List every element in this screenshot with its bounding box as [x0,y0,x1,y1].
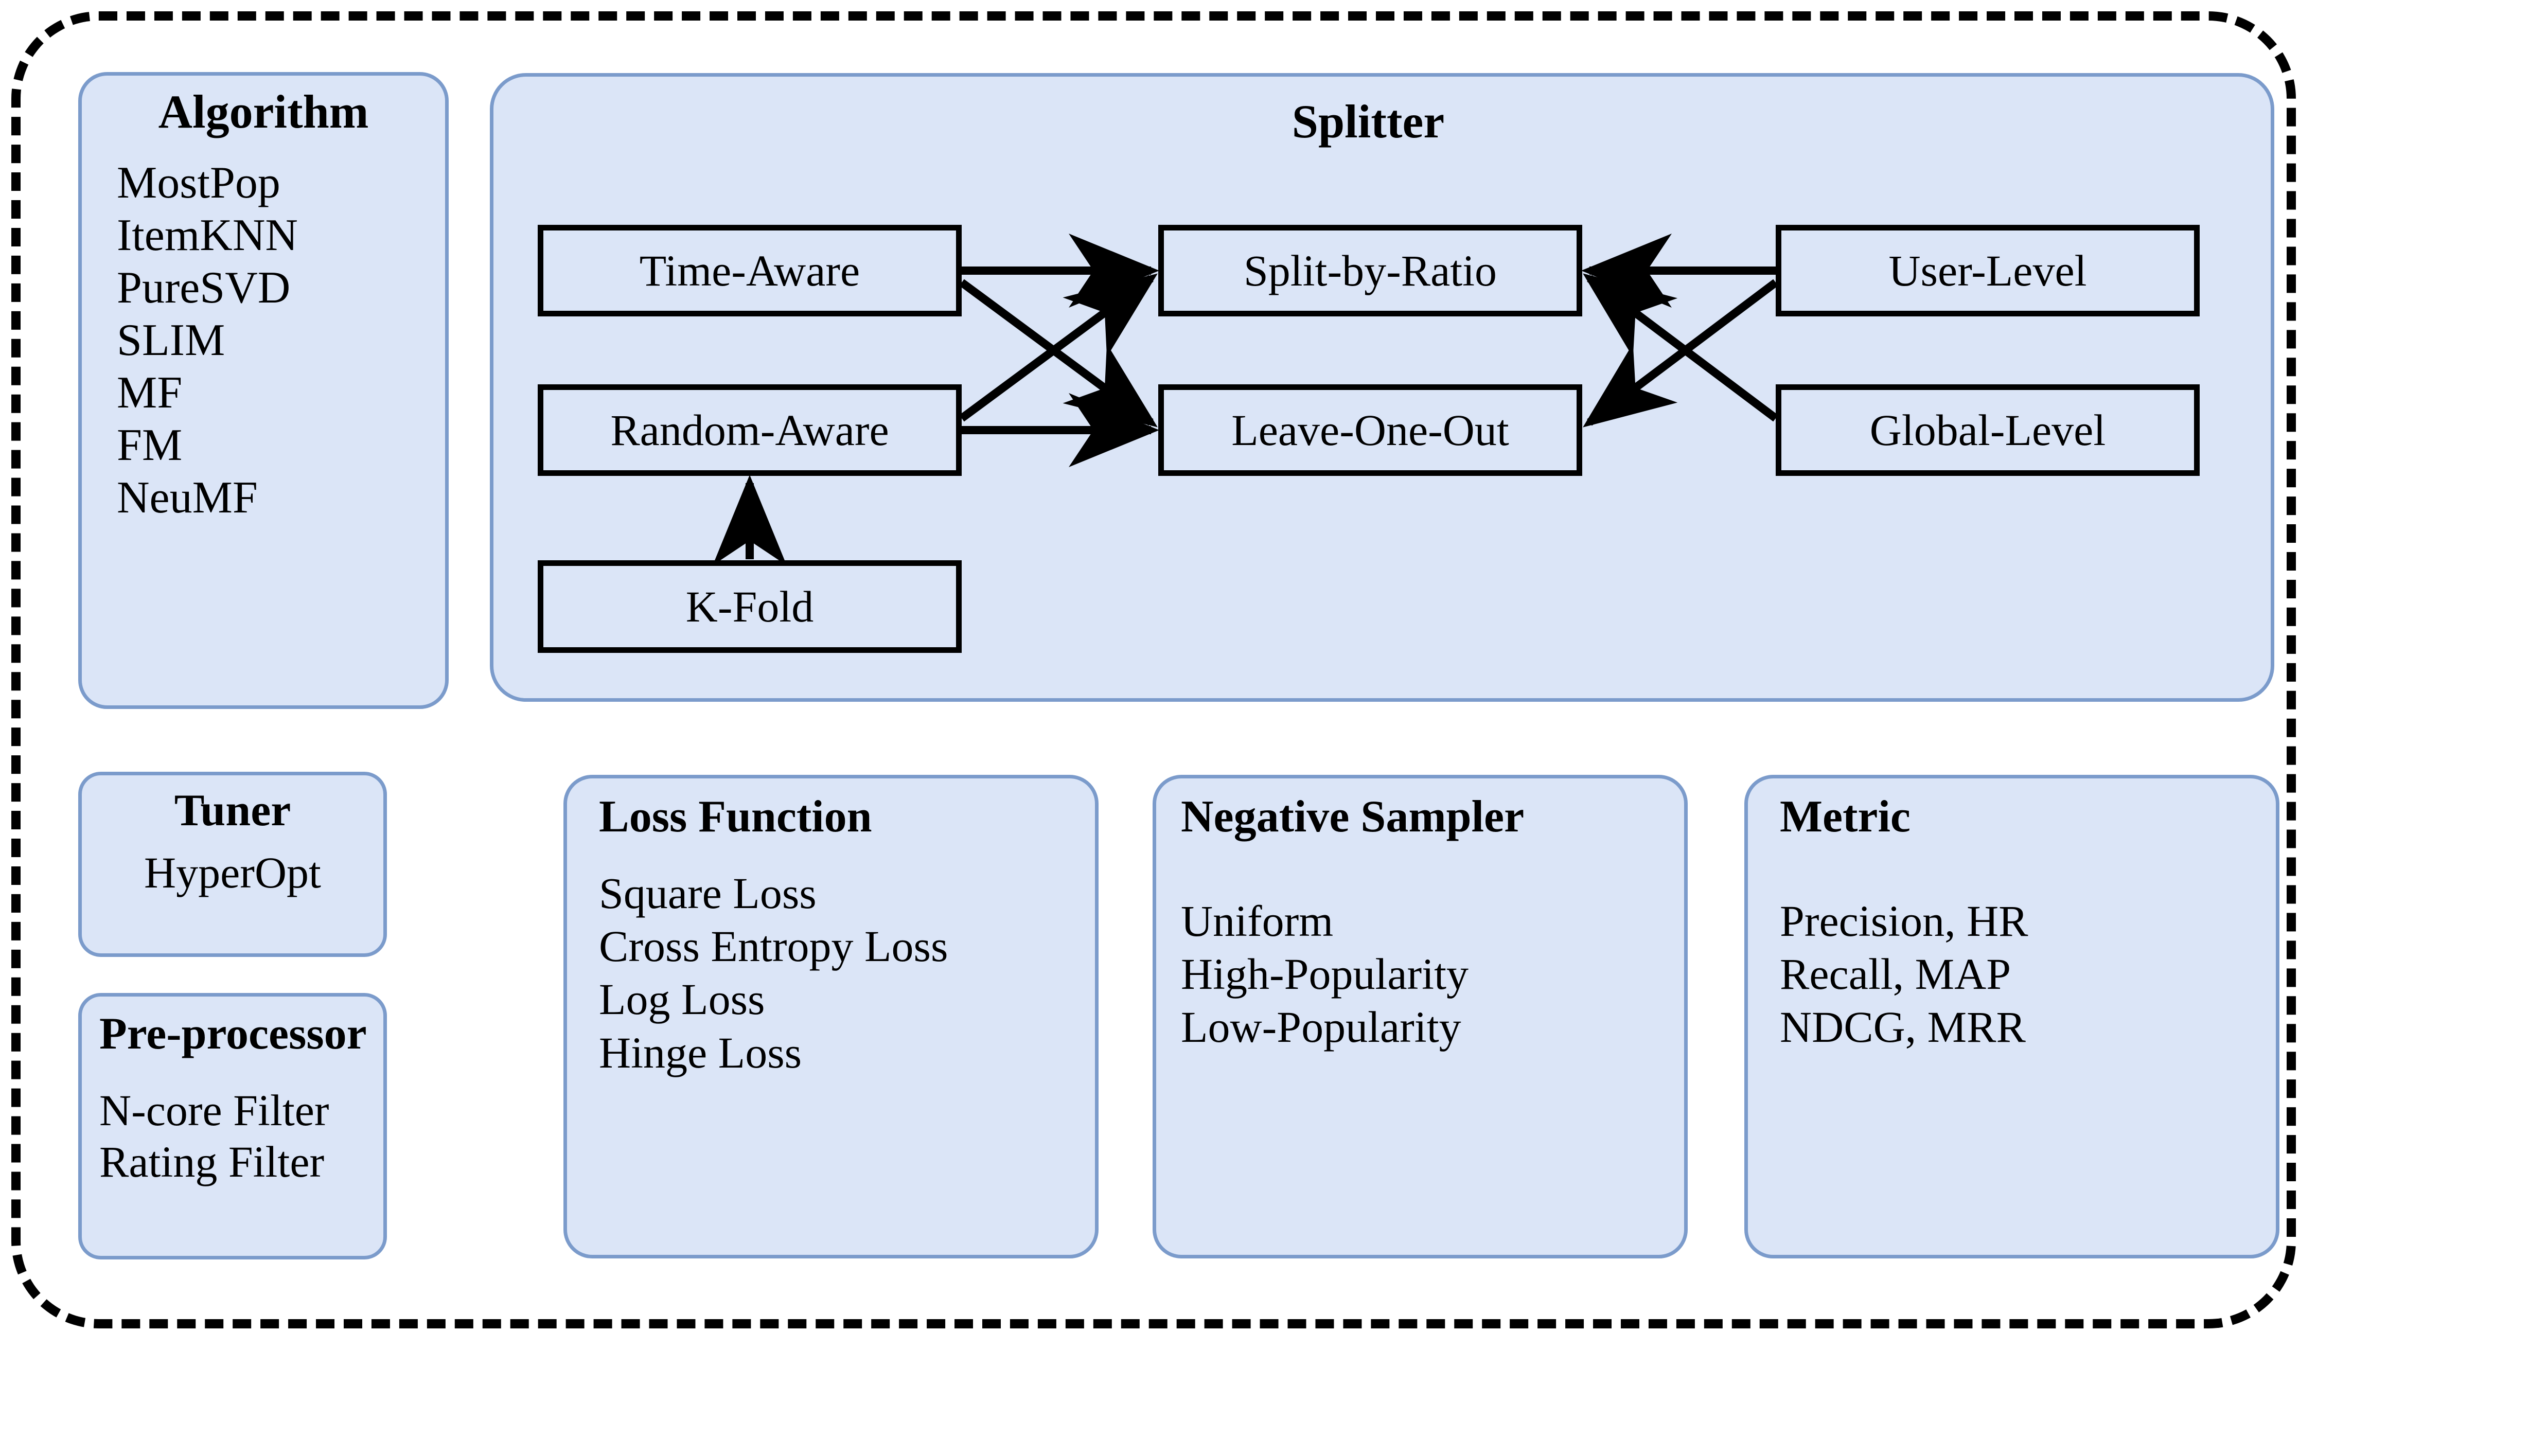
algorithm-item-itemknn: ItemKNN [117,210,298,261]
negative-sampler-item-high-popularity: High-Popularity [1181,949,1469,999]
edge-user-level-to-leave-one-out [1583,279,1778,428]
algorithm-item-puresvd: PureSVD [117,263,291,313]
loss-item-log-loss: Log Loss [599,974,765,1024]
algorithm-item-slim: SLIM [117,315,225,366]
tuner-title: Tuner [174,786,291,836]
preprocessor-panel: Pre-processor N-core Filter Rating Filte… [78,993,387,1259]
negative-sampler-title: Negative Sampler [1181,792,1525,842]
node-split-by-ratio[interactable]: Split-by-Ratio [1158,225,1582,316]
loss-item-hinge-loss: Hinge Loss [599,1027,802,1077]
metric-item-precision-hr: Precision, HR [1780,896,2028,946]
preprocessor-title: Pre-processor [99,1009,367,1059]
algorithm-panel: Algorithm MostPop ItemKNN PureSVD SLIM M… [78,72,449,709]
loss-item-square-loss: Square Loss [599,868,817,918]
node-leave-one-out[interactable]: Leave-One-Out [1158,384,1582,476]
outer-dashed-frame [11,11,2296,1328]
loss-item-cross-entropy-loss: Cross Entropy Loss [599,921,948,971]
tuner-item-hyperopt: HyperOpt [144,848,321,897]
edge-global-level-to-split-by-ratio [1583,273,1778,422]
negative-sampler-item-list: Uniform High-Popularity Low-Popularity [1181,895,1469,1054]
algorithm-item-list: MostPop ItemKNN PureSVD SLIM MF FM NeuMF [117,157,298,525]
preprocessor-item-list: N-core Filter Rating Filter [99,1085,329,1188]
algorithm-item-mf: MF [117,368,183,418]
algorithm-item-neumf: NeuMF [117,473,258,523]
algorithm-item-fm: FM [117,420,183,471]
algorithm-item-mostpop: MostPop [117,158,280,208]
negative-sampler-panel: Negative Sampler Uniform High-Popularity… [1153,775,1688,1258]
edge-random-aware-to-split-by-ratio [959,273,1158,422]
metric-item-list: Precision, HR Recall, MAP NDCG, MRR [1780,895,2028,1054]
splitter-title: Splitter [1292,95,1445,148]
preprocessor-item-n-core-filter: N-core Filter [99,1086,329,1135]
metric-item-ndcg-mrr: NDCG, MRR [1780,1002,2026,1052]
node-k-fold[interactable]: K-Fold [538,560,962,653]
tuner-panel: Tuner HyperOpt [78,772,387,957]
node-user-level[interactable]: User-Level [1776,225,2200,316]
metric-panel: Metric Precision, HR Recall, MAP NDCG, M… [1744,775,2279,1258]
node-random-aware[interactable]: Random-Aware [538,384,962,476]
node-global-level[interactable]: Global-Level [1776,384,2200,476]
loss-function-panel: Loss Function Square Loss Cross Entropy … [563,775,1099,1258]
metric-title: Metric [1780,792,1911,842]
negative-sampler-item-uniform: Uniform [1181,896,1334,946]
negative-sampler-item-low-popularity: Low-Popularity [1181,1002,1461,1052]
edge-time-aware-to-leave-one-out [959,279,1158,428]
loss-function-title: Loss Function [599,792,872,842]
splitter-panel: Splitter [490,73,2274,702]
algorithm-title: Algorithm [158,85,369,138]
loss-function-item-list: Square Loss Cross Entropy Loss Log Loss … [599,867,948,1079]
node-time-aware[interactable]: Time-Aware [538,225,962,316]
preprocessor-item-rating-filter: Rating Filter [99,1137,325,1186]
tuner-item-list: HyperOpt [82,847,383,899]
metric-item-recall-map: Recall, MAP [1780,949,2011,999]
